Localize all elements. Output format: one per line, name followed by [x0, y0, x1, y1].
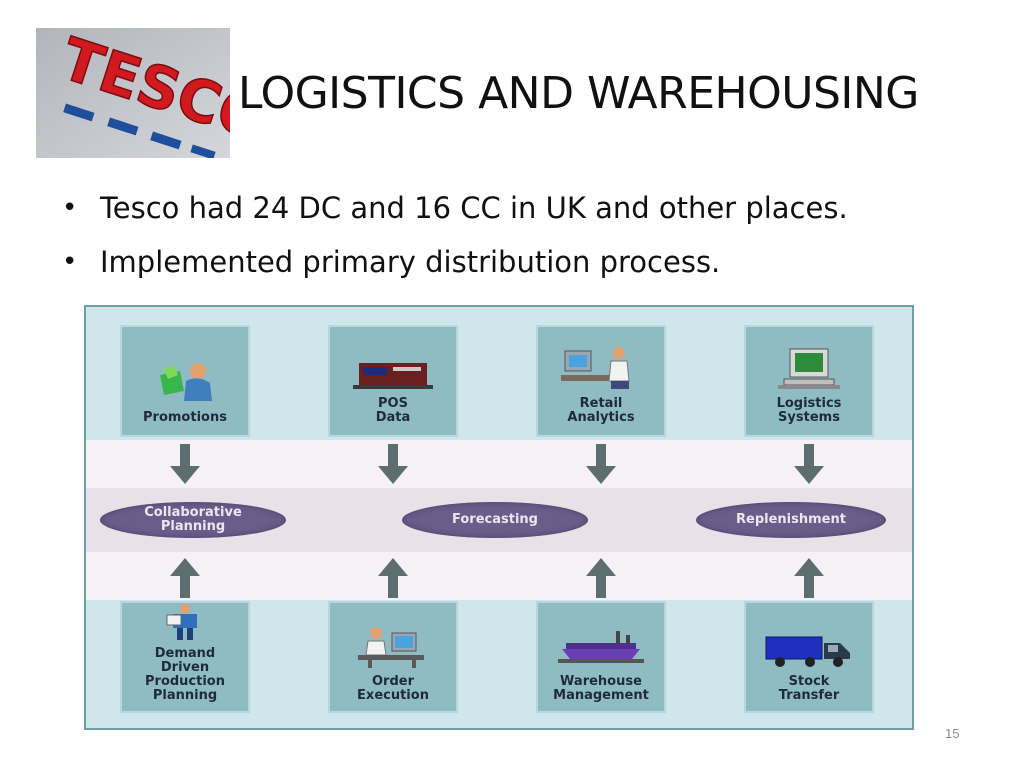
bullet-item: •Tesco had 24 DC and 16 CC in UK and oth… [62, 191, 848, 225]
computer-icon [778, 348, 840, 389]
down-arrow-icon [794, 444, 824, 484]
truck-icon [765, 636, 850, 667]
slide-title: LOGISTICS AND WAREHOUSING [238, 68, 919, 119]
warehouse-icon [558, 631, 644, 663]
down-arrow-icon [378, 444, 408, 484]
page-number: 15 [945, 726, 960, 741]
warehouse-management-box: Warehouse Management [536, 601, 666, 713]
replenishment-node: Replenishment [696, 502, 886, 538]
collaborative-planning-node: Collaborative Planning [100, 502, 286, 538]
demand-planning-box: Demand Driven Production Planning [120, 601, 250, 713]
analyst-computer-icon [561, 347, 630, 389]
up-arrow-icon [586, 558, 616, 598]
distribution-diagram: Promotions POS Data Retail Analytics Log… [84, 305, 914, 730]
retail-analytics-box: Retail Analytics [536, 325, 666, 437]
logistics-systems-box: Logistics Systems [744, 325, 874, 437]
bullet-dot: • [62, 193, 78, 223]
planner-icon [166, 604, 197, 640]
forecasting-node: Forecasting [402, 502, 588, 538]
order-execution-box: Order Execution [328, 601, 458, 713]
down-arrow-icon [170, 444, 200, 484]
bullet-list: •Tesco had 24 DC and 16 CC in UK and oth… [62, 190, 848, 298]
stock-transfer-box: Stock Transfer [744, 601, 874, 713]
up-arrow-icon [170, 558, 200, 598]
up-arrow-icon [378, 558, 408, 598]
desk-worker-icon [358, 627, 424, 668]
tesco-logo: TESCO [36, 28, 230, 158]
promotions-icon [160, 363, 212, 401]
down-arrow-icon [586, 444, 616, 484]
bullet-item: •Implemented primary distribution proces… [62, 245, 721, 279]
pos-terminal-icon [353, 363, 433, 389]
bullet-dot: • [62, 247, 78, 277]
promotions-box: Promotions [120, 325, 250, 437]
pos-data-box: POS Data [328, 325, 458, 437]
up-arrow-icon [794, 558, 824, 598]
